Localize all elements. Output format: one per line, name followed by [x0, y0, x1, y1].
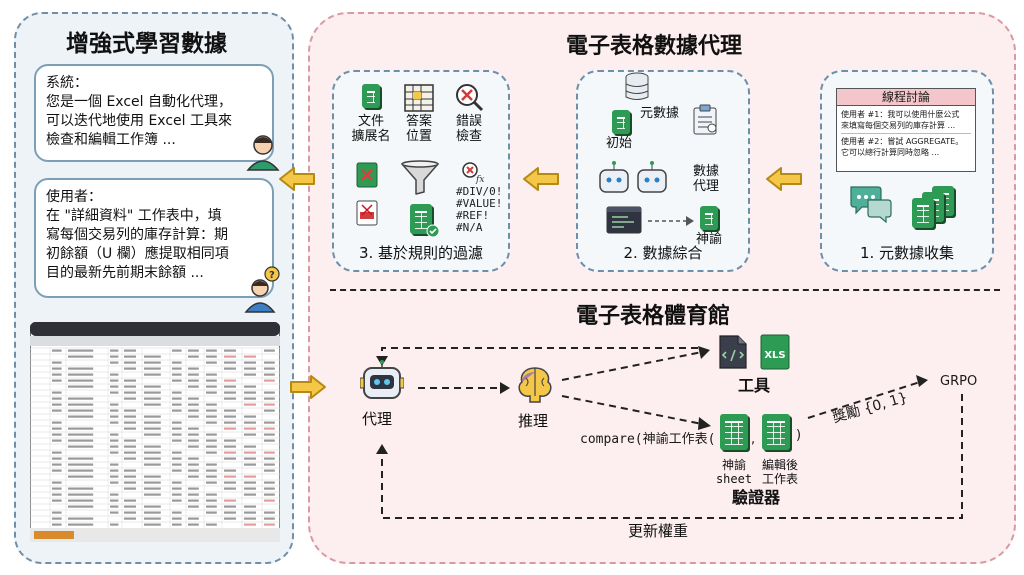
- system-line: 您是一個 Excel 自動化代理，: [46, 94, 232, 110]
- bottom-section-title: 電子表格體育館: [576, 304, 731, 329]
- data-agent-robots-icon: [599, 161, 667, 193]
- system-line: 可以迭代地使用 Excel 工具來: [46, 113, 232, 129]
- grid-icon: [404, 84, 434, 112]
- oracle-sheet-label: 神諭 sheet: [715, 458, 753, 486]
- check-icon: [426, 224, 440, 238]
- file-extension-icon: [362, 84, 380, 108]
- svg-text:fx: fx: [475, 175, 484, 184]
- excel-error-icon: [356, 162, 378, 188]
- pdf-error-icon: [356, 200, 378, 226]
- oracle-label: 神諭: [696, 232, 723, 247]
- compare-separator: ,: [751, 432, 756, 447]
- arrow-left-icon: [523, 167, 559, 191]
- thread-card: 線程討論 使用者 #1：我可以使用什麼公式 來填寫每個交易列的庫存計算 ... …: [836, 88, 976, 172]
- step3-label: 3. 基於規則的過濾: [358, 244, 484, 262]
- clipboard-icon: [693, 104, 717, 135]
- tools-label: 工具: [738, 376, 771, 395]
- section-divider: [330, 289, 1000, 291]
- arrow-dashed-icon: [648, 216, 694, 226]
- gym-flow-lines: [376, 346, 963, 519]
- file-ext-label: 文件 擴展名: [351, 114, 391, 144]
- user-line: 初餘額（U 欄）應提取相同項: [46, 246, 229, 262]
- step1-label: 1. 元數據收集: [859, 244, 955, 262]
- agent-robot-icon: [360, 360, 404, 399]
- compare-text: compare(神諭工作表(: [580, 432, 716, 447]
- svg-text:?: ?: [269, 270, 275, 281]
- filtered-sheet-icon: [410, 204, 432, 234]
- data-agent-label: 數據 代理: [692, 164, 719, 194]
- top-section-title: 電子表格數據代理: [566, 34, 743, 59]
- xls-file-icon: XLS: [760, 334, 790, 370]
- error-codes: #DIV/0! #VALUE! #REF! #N/A: [456, 185, 503, 234]
- arrow-left-icon: [766, 167, 802, 191]
- edited-sheet-label: 編輯後 工作表: [761, 458, 798, 486]
- thread-title: 線程討論: [837, 89, 975, 106]
- user-line: 在 "詳細資料" 工作表中，填: [46, 208, 222, 224]
- edited-worksheet-icon: [762, 414, 790, 450]
- collected-sheet-icon: [912, 198, 934, 228]
- system-bubble: 系統： 您是一個 Excel 自動化代理， 可以迭代地使用 Excel 工具來 …: [34, 64, 274, 162]
- thread-message: 使用者 #2：嘗試 AGGREGATE。 它可以總行計算同時忽略 ...: [841, 137, 964, 157]
- reasoning-brain-icon: [518, 367, 552, 403]
- system-line: 系統：: [46, 75, 88, 91]
- user-line: 使用者：: [46, 189, 102, 205]
- system-line: 檢查和編輯工作簿 ...: [46, 132, 176, 148]
- arrow-right-icon: [290, 375, 326, 399]
- left-panel-title: 增強式學習數據: [66, 31, 227, 57]
- reasoning-label: 推理: [518, 412, 549, 430]
- error-fx-icon: fx: [462, 162, 484, 184]
- filter-funnel-icon: [401, 160, 439, 195]
- code-window-icon: [606, 206, 642, 234]
- system-avatar-icon: [246, 135, 280, 171]
- metadata-database-icon: [625, 72, 649, 100]
- error-magnifier-icon: [456, 84, 484, 112]
- error-check-label: 錯誤 檢查: [455, 114, 482, 144]
- metadata-label: 元數據: [640, 106, 680, 121]
- answer-pos-label: 答案 位置: [405, 114, 432, 144]
- compare-close: ): [796, 428, 802, 443]
- grpo-label: GRPO: [940, 374, 978, 389]
- agent-label: 代理: [362, 410, 393, 428]
- initial-label: 初始: [606, 136, 633, 151]
- oracle-sheet-icon: [700, 206, 718, 230]
- initial-sheet-icon: [612, 110, 630, 134]
- oracle-worksheet-icon: [720, 414, 748, 450]
- spreadsheet-screenshot: [30, 322, 280, 542]
- user-line: 寫每個交易列的庫存計算：期: [46, 227, 228, 243]
- update-weights-label: 更新權重: [628, 522, 689, 540]
- user-line: 目的最新先前期末餘額 ...: [46, 265, 204, 281]
- verifier-label: 驗證器: [732, 488, 781, 507]
- thread-message: 使用者 #1：我可以使用什麼公式 來填寫每個交易列的庫存計算 ...: [841, 110, 960, 130]
- step2-label: 2. 數據綜合: [623, 244, 703, 262]
- chat-bubbles-icon: [850, 186, 892, 224]
- spreadsheet-grid: [30, 347, 280, 528]
- arrow-left-icon: [279, 167, 315, 191]
- xls-badge: XLS: [764, 350, 785, 361]
- user-avatar-icon: ?: [244, 266, 280, 313]
- code-file-icon: [719, 335, 747, 369]
- user-bubble: 使用者： 在 "詳細資料" 工作表中，填 寫每個交易列的庫存計算：期 初餘額（U…: [34, 178, 274, 298]
